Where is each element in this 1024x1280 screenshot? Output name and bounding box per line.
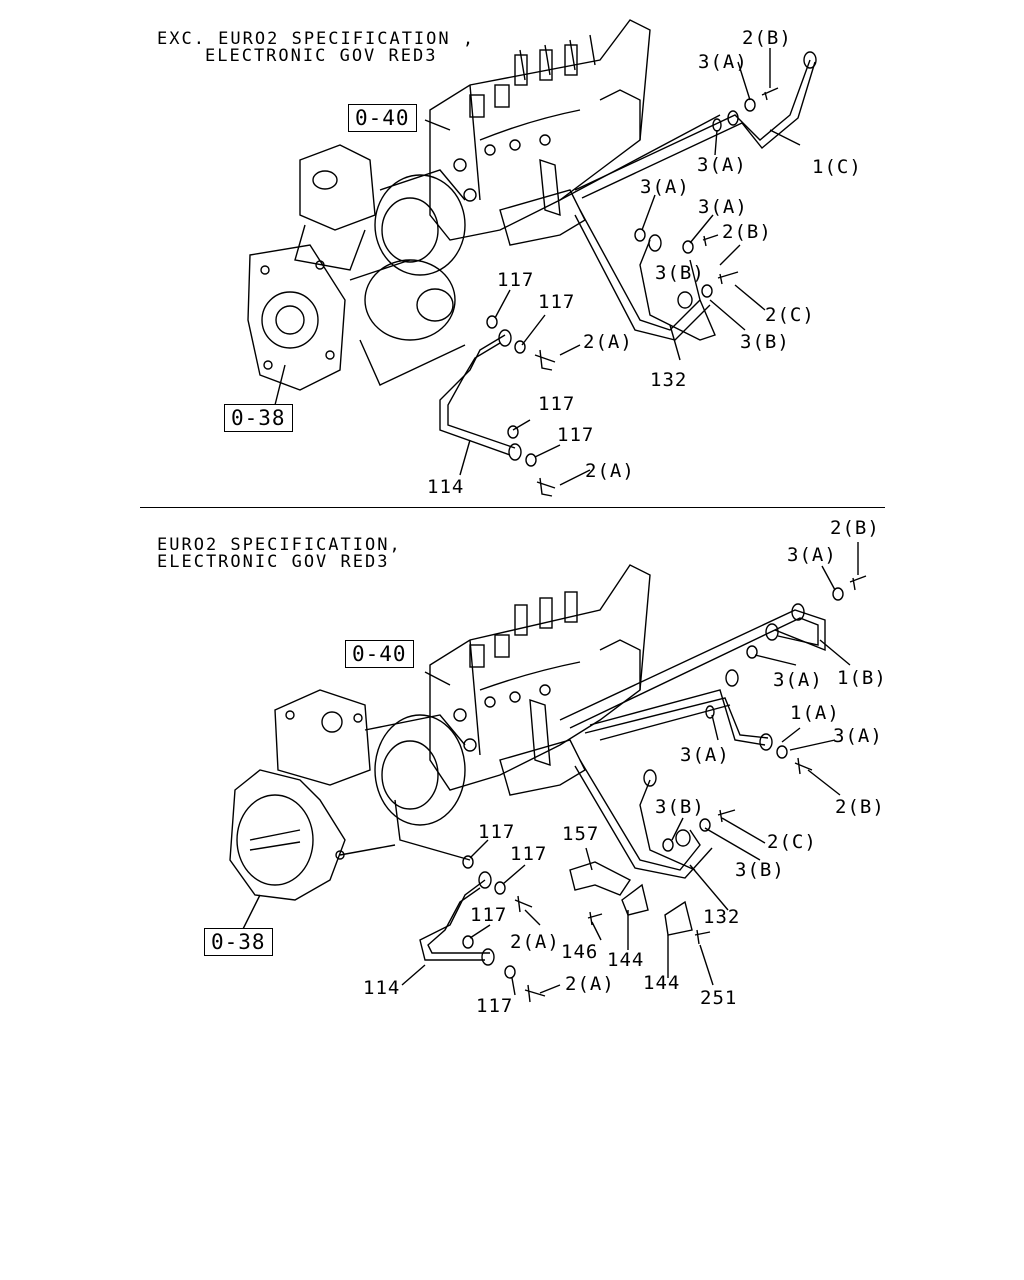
lower-pipes [239,542,867,1003]
lower-ref-box-0-40: 0-40 [345,640,414,668]
lower-header-line1: EURO2 SPECIFICATION, [157,535,402,555]
upper-callout-2b: 2(B) [722,221,772,243]
lower-callout-117: 117 [478,821,516,843]
upper-callout-2c: 2(C) [765,304,815,326]
lower-callout-3a: 3(A) [773,669,823,691]
upper-callout-2b: 2(B) [742,27,792,49]
lower-callout-1a: 1(A) [790,702,840,724]
lower-callout-114: 114 [363,977,401,999]
upper-callout-3a: 3(A) [698,51,748,73]
lower-callout-2c: 2(C) [767,831,817,853]
lower-callout-2b: 2(B) [835,796,885,818]
lower-callout-2a: 2(A) [510,931,560,953]
lower-callout-146: 146 [561,941,599,963]
upper-header-line2: ELECTRONIC GOV RED3 [205,46,438,66]
upper-callout-3a: 3(A) [640,176,690,198]
lower-callout-144: 144 [607,949,645,971]
upper-callout-117: 117 [538,291,576,313]
section-divider [140,507,885,508]
upper-pipes [274,48,817,497]
lower-callout-3a: 3(A) [787,544,837,566]
upper-callout-132: 132 [650,369,688,391]
upper-callout-3a: 3(A) [698,196,748,218]
upper-callout-2a: 2(A) [583,331,633,353]
lower-callout-3b: 3(B) [655,796,705,818]
lower-callout-117: 117 [476,995,514,1017]
upper-callout-3b: 3(B) [655,262,705,284]
upper-ref-box-0-40: 0-40 [348,104,417,132]
upper-callout-3b: 3(B) [740,331,790,353]
upper-callout-2a: 2(A) [585,460,635,482]
upper-injection-pump [247,19,651,391]
upper-header-line1: EXC. EURO2 SPECIFICATION , [157,29,476,49]
lower-callout-2b: 2(B) [830,517,880,539]
lower-callout-251: 251 [700,987,738,1009]
lower-callout-117: 117 [470,904,508,926]
lower-callout-3a: 3(A) [680,744,730,766]
upper-callout-117: 117 [557,424,595,446]
lower-callout-144: 144 [643,972,681,994]
upper-callout-1c: 1(C) [812,156,862,178]
lower-injection-pump [229,564,651,901]
upper-callout-3a: 3(A) [697,154,747,176]
lower-header-line2: ELECTRONIC GOV RED3 [157,552,390,572]
lower-callout-117: 117 [510,843,548,865]
lower-callout-132: 132 [703,906,741,928]
lower-callout-3b: 3(B) [735,859,785,881]
lower-callout-157: 157 [562,823,600,845]
upper-callout-114: 114 [427,476,465,498]
upper-ref-box-0-38: 0-38 [224,404,293,432]
lower-ref-box-0-38: 0-38 [204,928,273,956]
upper-callout-117: 117 [538,393,576,415]
lower-callout-3a: 3(A) [833,725,883,747]
lower-callout-1b: 1(B) [837,667,887,689]
upper-callout-117: 117 [497,269,535,291]
lower-callout-2a: 2(A) [565,973,615,995]
